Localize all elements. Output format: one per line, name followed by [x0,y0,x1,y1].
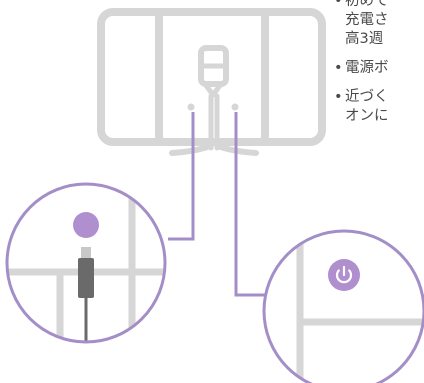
usb-cable-icon [78,247,94,342]
instruction-line: 初めて [345,0,389,9]
bullet: • [334,0,343,9]
power-detail-zoom [262,229,424,383]
instruction-line: 高3週 [345,31,384,47]
usb-detail-zoom [5,182,167,344]
bullet: • [334,89,343,105]
instruction-line: 近づく [345,89,389,105]
setup-instructions: • 初めて 充電さ 高3週 • 電源ボ • 近づく オンに [334,0,424,136]
instruction-line: オンに [345,108,389,124]
power-icon[interactable] [328,259,360,291]
instruction-item: • 電源ボ [334,59,424,78]
charging-stand [169,45,259,156]
instruction-item: • 近づく オンに [334,88,424,126]
port-marker-right [231,103,239,111]
instruction-item: • 初めて 充電さ 高3週 [334,0,424,49]
instruction-line: 充電さ [345,12,389,28]
port-marker-left [187,103,195,111]
callout-line-left [168,112,195,241]
bullet: • [334,60,343,76]
usb-port-highlight [73,212,99,238]
callout-line-right [234,112,276,297]
instruction-line: 電源ボ [345,60,389,76]
